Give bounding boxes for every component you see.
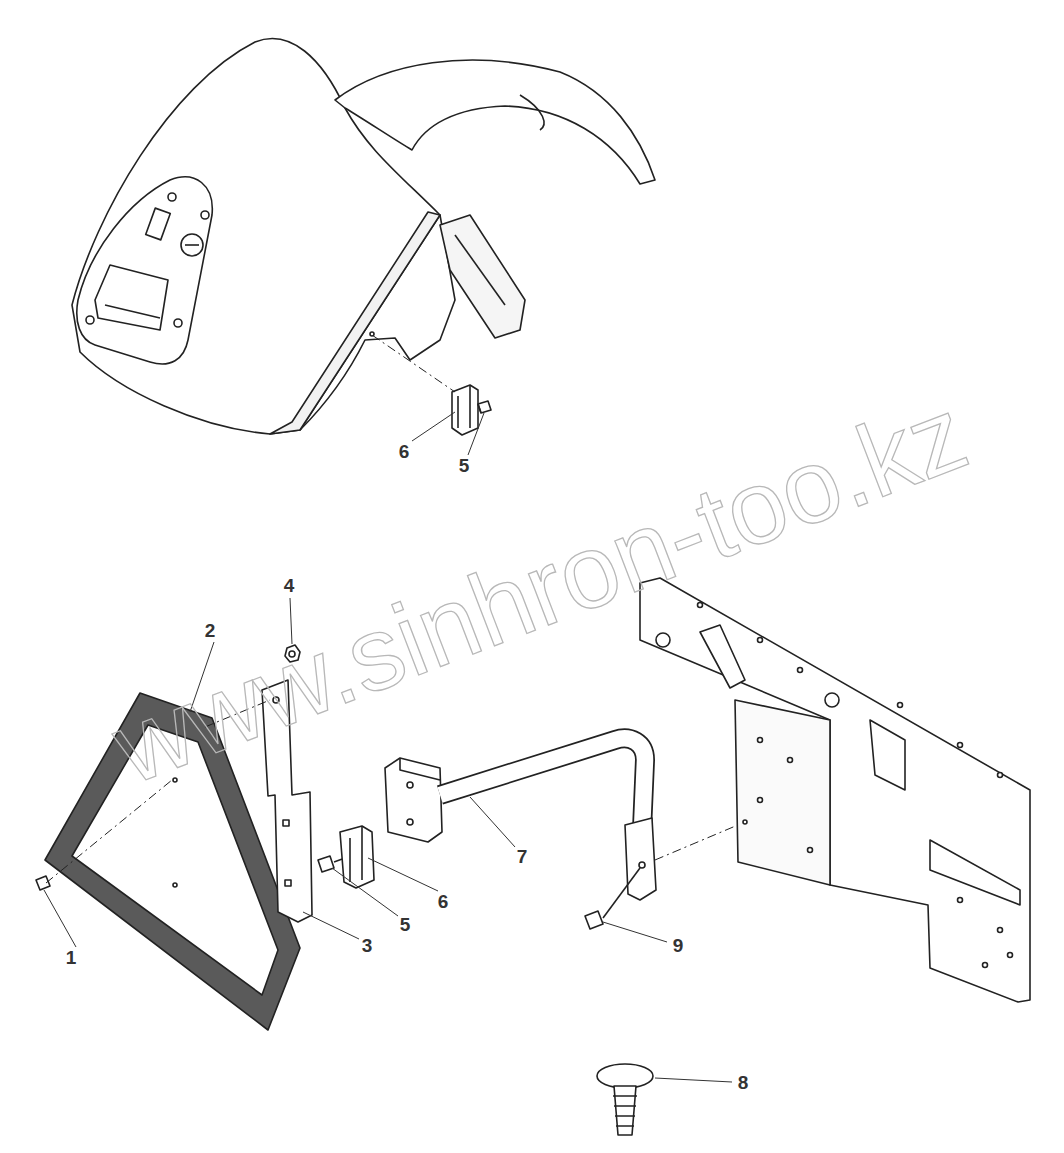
callout-number: 2: [205, 620, 216, 642]
callout-number: 7: [517, 846, 528, 868]
callout-number: 3: [362, 935, 373, 957]
push-rivet: [597, 1064, 653, 1088]
clip: [340, 826, 374, 888]
callout-number: 6: [399, 441, 410, 463]
lamp-housing: [440, 215, 525, 338]
fender-flange: [335, 60, 655, 184]
callout-number: 5: [459, 455, 470, 477]
clip: [452, 385, 478, 435]
screw: [318, 856, 334, 872]
support-tube: [440, 738, 645, 830]
screw: [36, 876, 50, 890]
callout-number: 6: [438, 891, 449, 913]
callout-number: 8: [738, 1072, 749, 1094]
mounting-plate: [640, 578, 1030, 1002]
screw: [585, 911, 603, 929]
console-panel: [77, 177, 213, 364]
callout-number: 5: [400, 914, 411, 936]
callout-number: 9: [673, 935, 684, 957]
screw: [478, 401, 491, 413]
callout-number: 1: [66, 947, 77, 969]
support-block: [385, 758, 442, 842]
callout-number: 4: [284, 575, 295, 597]
